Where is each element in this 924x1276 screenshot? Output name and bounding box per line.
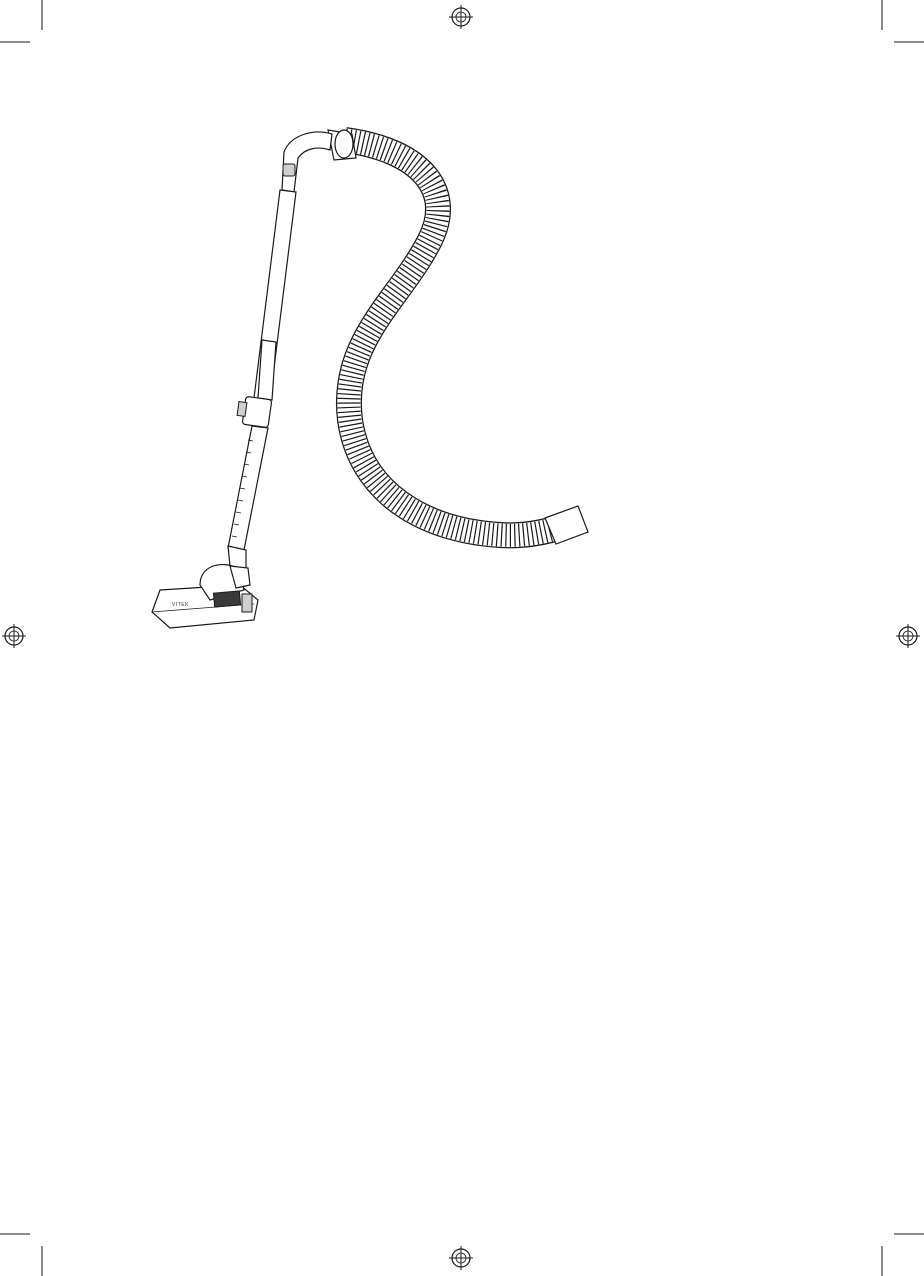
hose-handle [282, 132, 332, 192]
registration-mark-icon [2, 5, 920, 1270]
telescopic-tube [228, 190, 296, 570]
floor-brush [152, 565, 258, 628]
flexible-hose [328, 130, 588, 544]
brand-mark-brush: VITEK [172, 602, 189, 608]
